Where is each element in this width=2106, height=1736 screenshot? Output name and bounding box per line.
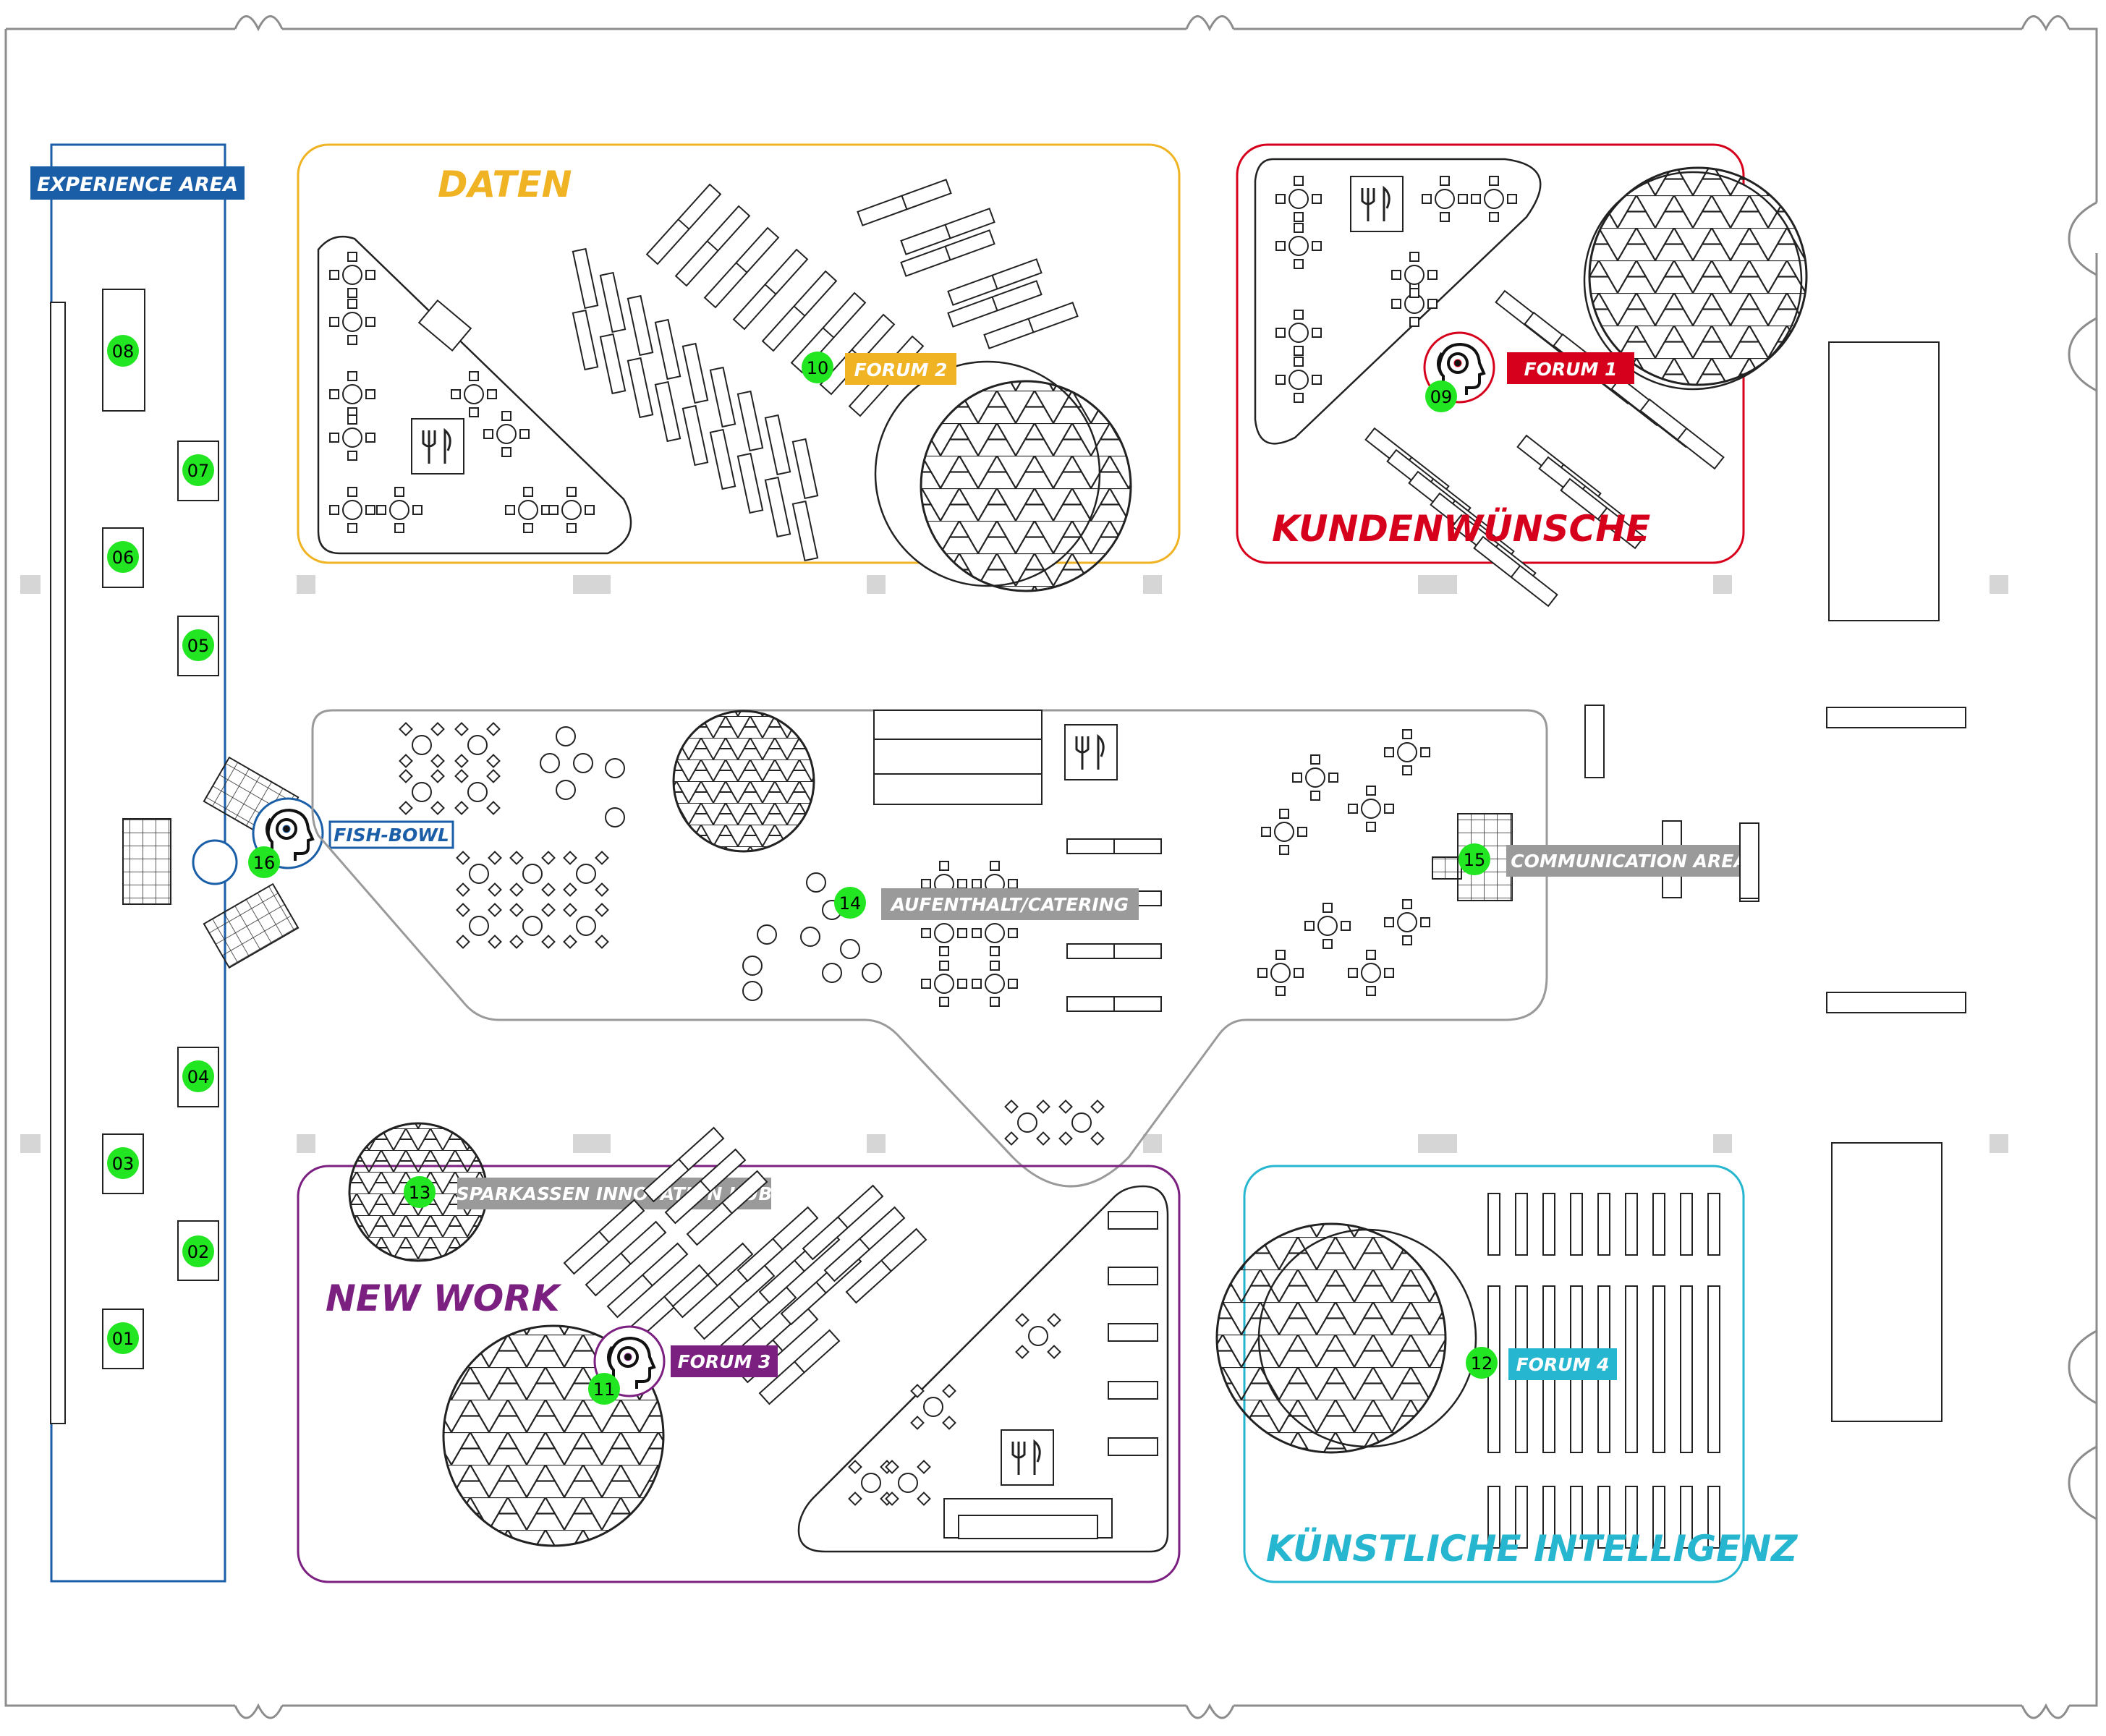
svg-text:02: 02 — [187, 1242, 210, 1262]
svg-text:15: 15 — [1464, 850, 1486, 870]
kundenwuensche-title: KUNDENWÜNSCHE — [1272, 507, 1650, 550]
marker-03[interactable]: 03 — [107, 1147, 139, 1179]
fishbowl-label: FISH-BOWL — [334, 825, 449, 846]
marker-12[interactable]: 12 — [1466, 1347, 1498, 1379]
marker-15[interactable]: 15 — [1459, 843, 1490, 875]
marker-06[interactable]: 06 — [107, 541, 139, 573]
svg-text:11: 11 — [593, 1379, 616, 1400]
ki-dome-icon — [1215, 1222, 1447, 1454]
marker-07[interactable]: 07 — [182, 454, 214, 486]
svg-text:10: 10 — [807, 358, 829, 378]
daten-dome-icon — [920, 380, 1132, 592]
markers: 01 02 03 04 05 06 07 08 09 10 11 12 13 1… — [107, 335, 1498, 1405]
marker-13[interactable]: 13 — [404, 1176, 436, 1208]
forum1-label: FORUM 1 — [1524, 359, 1618, 380]
svg-text:01: 01 — [112, 1329, 135, 1349]
catering-area: AUFENTHALT/CATERING COMMUNICATION AREA — [311, 709, 1759, 1188]
ki-benches — [1487, 1193, 1720, 1549]
svg-text:04: 04 — [187, 1067, 210, 1087]
marker-10[interactable]: 10 — [802, 352, 833, 383]
marker-02[interactable]: 02 — [182, 1235, 214, 1267]
forum3-label: FORUM 3 — [678, 1351, 771, 1372]
marker-01[interactable]: 01 — [107, 1322, 139, 1354]
marker-04[interactable]: 04 — [182, 1060, 214, 1092]
communication-label: COMMUNICATION AREA — [1511, 851, 1747, 872]
kundenwuensche-zone: FORUM 1 KUNDENWÜNSCHE — [1236, 143, 1808, 607]
newwork-title: NEW WORK — [326, 1277, 562, 1319]
marker-14[interactable]: 14 — [834, 887, 866, 919]
svg-text:16: 16 — [253, 853, 276, 873]
ki-title: KÜNSTLICHE INTELLIGENZ — [1266, 1527, 1799, 1570]
experience-area-title: EXPERIENCE AREA — [37, 174, 238, 196]
svg-text:09: 09 — [1430, 387, 1453, 407]
svg-text:08: 08 — [112, 341, 135, 362]
forum4-label: FORUM 4 — [1516, 1354, 1610, 1375]
marker-05[interactable]: 05 — [182, 629, 214, 661]
svg-text:14: 14 — [839, 893, 862, 914]
fishbowl-area: FISH-BOWL — [122, 756, 454, 969]
marker-09[interactable]: 09 — [1425, 380, 1457, 412]
catering-dome-icon — [672, 710, 815, 853]
marker-11[interactable]: 11 — [588, 1373, 620, 1405]
marker-16[interactable]: 16 — [248, 846, 280, 878]
pillars — [20, 575, 2008, 1153]
svg-text:05: 05 — [187, 636, 210, 656]
innovation-hub-label: SPARKASSEN INNOVATION HUB — [457, 1183, 773, 1204]
svg-text:13: 13 — [409, 1183, 431, 1203]
right-structures — [1584, 341, 1966, 1422]
svg-text:03: 03 — [112, 1154, 135, 1174]
daten-zone: DATEN — [297, 143, 1181, 592]
kundenwuensche-dome-icon — [1588, 166, 1808, 386]
marker-08[interactable]: 08 — [107, 335, 139, 367]
ki-zone: FORUM 4 KÜNSTLICHE INTELLIGENZ — [1215, 1165, 1799, 1583]
hall-outline — [4, 15, 2098, 1719]
svg-text:06: 06 — [112, 548, 135, 568]
svg-text:07: 07 — [187, 461, 210, 481]
daten-title: DATEN — [438, 163, 572, 205]
catering-label: AUFENTHALT/CATERING — [890, 894, 1129, 915]
forum2-label: FORUM 2 — [854, 359, 948, 380]
svg-text:12: 12 — [1471, 1353, 1493, 1374]
